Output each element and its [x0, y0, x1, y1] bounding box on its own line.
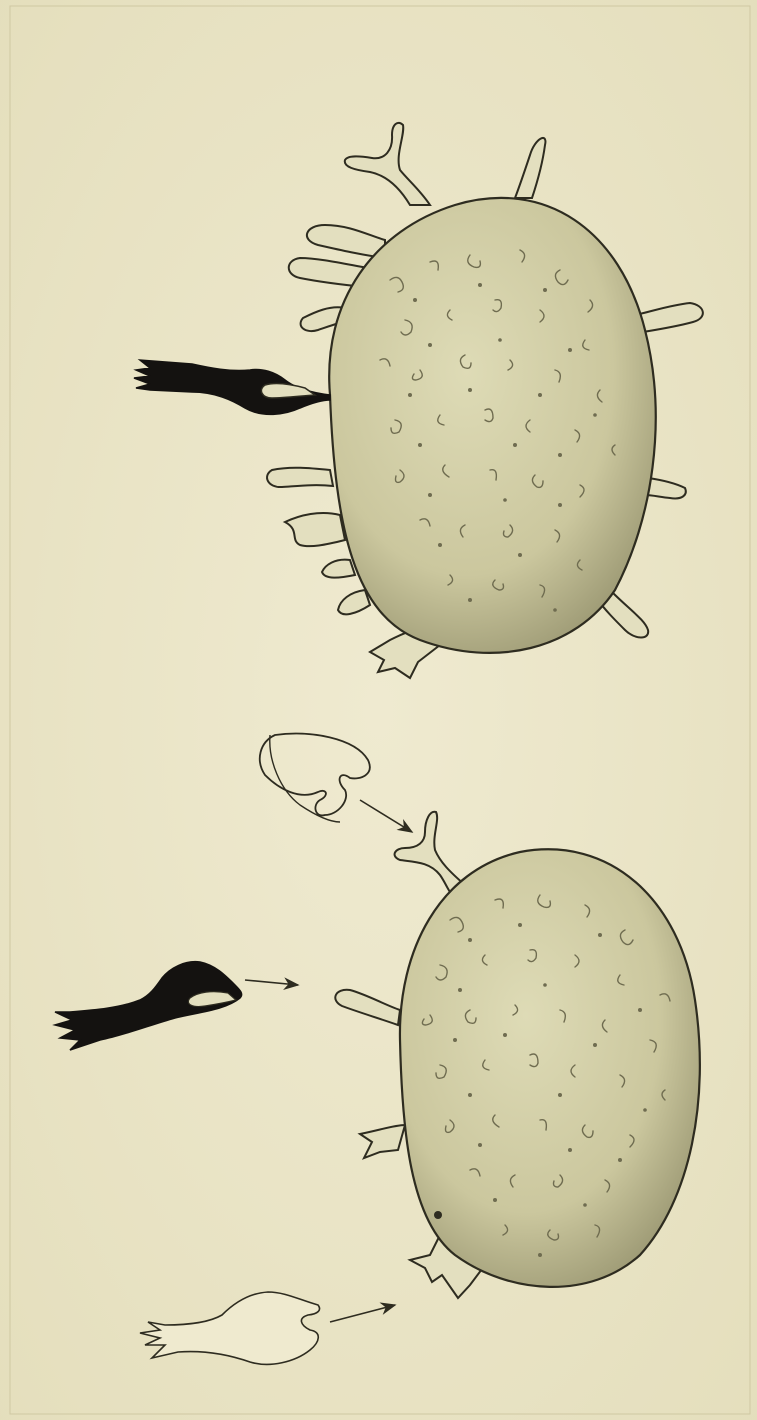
plate-svg — [0, 0, 757, 1420]
illustration-plate — [0, 0, 757, 1420]
